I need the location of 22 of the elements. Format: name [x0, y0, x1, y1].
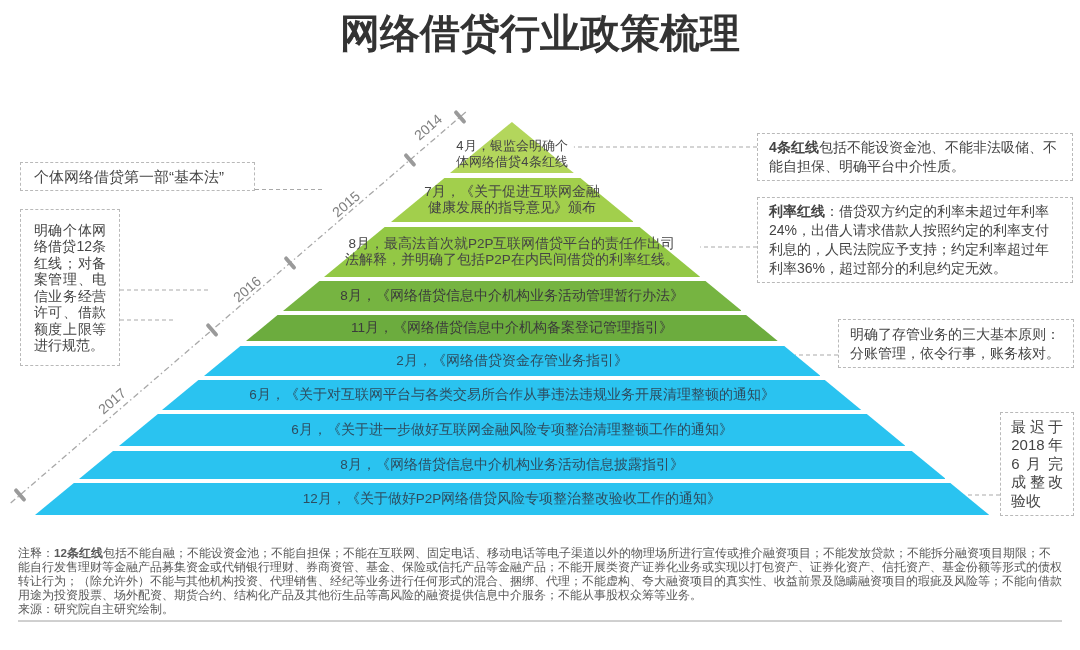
pyramid-tier: 12月，《关于做好P2P网络借贷风险专项整治整改验收工作的通知》: [34, 483, 990, 515]
callout-box: 最迟于2018年6月完成整改验收: [1000, 412, 1074, 516]
pyramid-tier: 6月，《关于对互联网平台与各类交易所合作从事违法违规业务开展清理整顿的通知》: [162, 380, 862, 410]
leader-line: [573, 146, 758, 148]
source-note: 来源：研究院自主研究绘制。: [18, 602, 175, 616]
pyramid-tier: 2月，《网络借贷资金存管业务指引》: [203, 346, 821, 376]
pyramid-tier: 8月，最高法首次就P2P互联网借贷平台的责任作出司法解释，并明确了包括P2P在内民间借贷的利率红线。: [323, 227, 701, 277]
callout-box: 4条红线包括不能设资金池、不能非法吸储、不能自担保、明确平台中介性质。: [757, 133, 1073, 181]
title: 网络借贷行业政策梳理: [340, 10, 740, 56]
leader-line: [119, 289, 209, 291]
pyramid-tier: 8月，《网络借贷信息中介机构业务活动信息披露指引》: [78, 451, 946, 479]
callout-box: 明确了存管业务的三大基本原则：分账管理，依令行事，账务核对。: [838, 319, 1074, 368]
pyramid-tier: 11月，《网络借贷信息中介机构备案登记管理指引》: [246, 315, 778, 341]
pyramid-tier: 8月，《网络借贷信息中介机构业务活动管理暂行办法》: [282, 281, 742, 311]
leader-line: [119, 319, 174, 321]
callout-box: 利率红线：借贷双方约定的利率未超过年利率24%，出借人请求借款人按照约定的利率支付利息的，人民法院应予支持；约定利率超过年利率36%，超过部分的利息约定无效。: [757, 197, 1073, 283]
leader-line: [254, 189, 323, 190]
footnote: 注释：12条红线包括不能自融；不能设资金池；不能自担保；不能在互联网、固定电话、移动电话等电子渠道以外的物理场所进行宣传或推介融资项目；不能发放贷款；不能拆分融资项目期限；不能自行发售理财等金融产品募集资金或代销银行理财、券商资管、基金、保险或信托产品等金融产品；不能开展类资产证券化业务或实现以打包资产、证券化资产、信托资产、基金份额等形式的债权转让行为；（除允许外）不能与其他机构投资、代理销售、经纪等业务进行任何形式的混合、捆绑、代理；不能虚构、夸大融资项目的真实性、收益前景及隐瞒融资项目的瑕疵及风险等；不能向借款用途为投资股票、场外配资、期货合约、结构化产品及其他衍生品等高风险的融资提供信息中介服务；不能从事股权众筹等业务。: [18, 546, 1062, 602]
callout-box: 个体网络借贷第一部“基本法”: [20, 162, 255, 191]
callout-box: 明确个体网络借贷12条红线；对备案管理、电信业务经营许可、借款额度上限等进行规范。: [20, 209, 120, 366]
leader-line: [699, 246, 758, 248]
pyramid-tier: 6月，《关于进一步做好互联网金融风险专项整治清理整顿工作的通知》: [118, 414, 906, 446]
